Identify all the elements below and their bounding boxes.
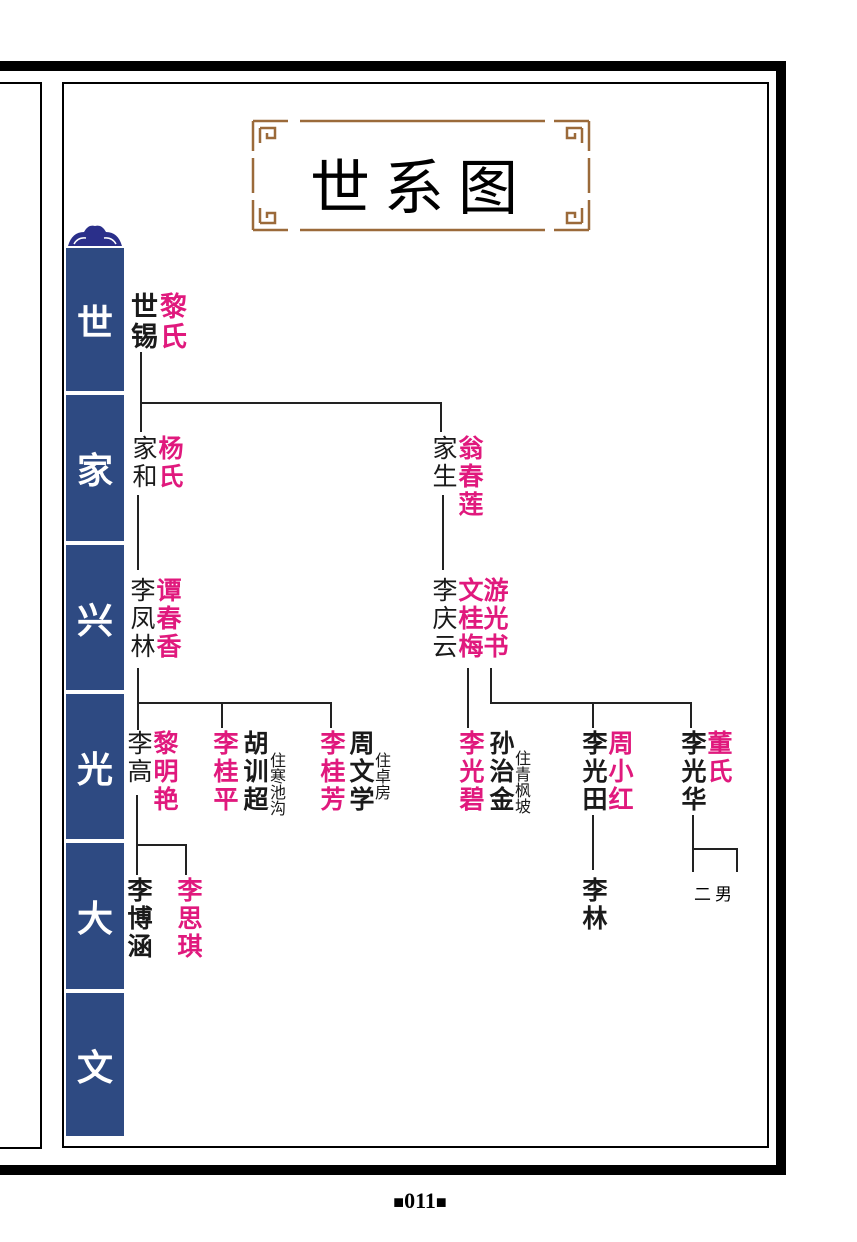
person-name: 李桂芳 — [317, 730, 346, 814]
cloud-ornament-icon — [68, 225, 122, 246]
tree-line — [592, 702, 594, 728]
generation-label: 文 — [66, 993, 124, 1136]
page-number: 011 — [404, 1188, 436, 1213]
tree-line — [330, 702, 332, 728]
tree-line — [490, 668, 492, 704]
spouse-name: 黎氏 — [155, 292, 186, 352]
sons-note: 二男 — [694, 885, 736, 905]
spouse-name: 黎明艳 — [150, 730, 179, 814]
spouse-name: 谭春香 — [153, 577, 182, 661]
tree-line — [490, 702, 692, 704]
tree-line — [136, 844, 187, 846]
tree-line — [137, 702, 332, 704]
person-name: 家和 — [129, 435, 158, 491]
outer-border-top — [0, 61, 786, 71]
residence-note: 住寒池沟 — [267, 752, 286, 816]
residence-note: 住青枫坡 — [512, 750, 531, 814]
person-name: 李庆云 — [429, 577, 458, 661]
tree-line — [690, 702, 692, 728]
generation-label: 光 — [66, 694, 124, 839]
ornament-frame-icon — [251, 119, 591, 232]
spouse-name: 孙治金 — [486, 730, 515, 814]
tree-line — [592, 815, 594, 870]
spouse-name: 胡训超 — [240, 730, 269, 814]
spouse-name: 杨氏 — [155, 435, 184, 491]
left-page-frame — [0, 82, 42, 1149]
generation-label: 大 — [66, 843, 124, 989]
spouse-name: 周文学 — [346, 730, 375, 814]
square-marker-icon: ■ — [393, 1192, 405, 1212]
tree-line — [440, 402, 442, 432]
generation-label: 世 — [66, 248, 124, 391]
tree-line — [467, 668, 469, 728]
tree-line — [140, 402, 442, 404]
page-title: 世系图 — [310, 154, 532, 224]
generation-label: 家 — [66, 395, 124, 541]
spouse-name: 周小红 — [605, 730, 634, 814]
main-frame — [62, 82, 769, 1148]
generation-label: 兴 — [66, 545, 124, 690]
person-name: 李林 — [579, 877, 608, 933]
title-box: 世系图 — [250, 118, 592, 233]
tree-line — [137, 668, 139, 730]
outer-border-bottom — [0, 1165, 786, 1175]
spouse-name: 翁春莲 — [455, 435, 484, 519]
residence-note: 住卓房 — [372, 752, 391, 800]
page-number-row: ■011■ — [0, 1188, 840, 1214]
tree-line — [692, 848, 738, 850]
tree-line — [692, 815, 694, 872]
spouse-name: 文桂梅 — [455, 577, 484, 661]
spouse-name: 董氏 — [704, 730, 733, 786]
person-name: 李思琪 — [174, 877, 203, 961]
person-name: 李光田 — [579, 730, 608, 814]
person-name: 世锡 — [126, 292, 157, 352]
person-name: 李博涵 — [124, 877, 153, 961]
spouse-name: 游光书 — [480, 577, 509, 661]
tree-line — [442, 495, 444, 570]
person-name: 家生 — [429, 435, 458, 491]
tree-line — [136, 795, 138, 875]
tree-line — [736, 848, 738, 872]
person-name: 李高 — [124, 730, 153, 786]
square-marker-icon: ■ — [435, 1192, 447, 1212]
tree-line — [185, 844, 187, 875]
person-name: 李光华 — [678, 730, 707, 814]
person-name: 李桂平 — [210, 730, 239, 814]
person-name: 李光碧 — [456, 730, 485, 814]
outer-border-right — [776, 61, 786, 1175]
person-name: 李凤林 — [127, 577, 156, 661]
tree-line — [221, 702, 223, 728]
tree-line — [140, 352, 142, 432]
tree-line — [137, 495, 139, 570]
